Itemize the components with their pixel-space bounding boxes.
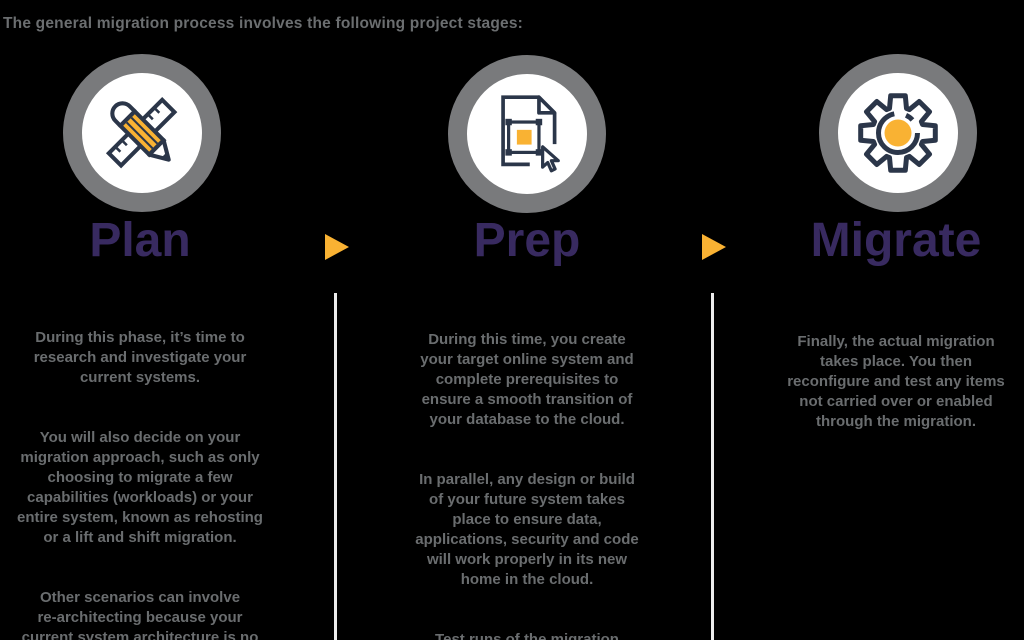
stage-title-plan: Plan — [89, 214, 191, 267]
stage-column-plan: Plan During this phase, it’s time to res… — [0, 0, 290, 640]
stage-column-migrate: Migrate Finally, the actual migration ta… — [746, 0, 1024, 640]
stage-description-migrate: Finally, the actual migration takes plac… — [746, 312, 1024, 472]
right-arrow-icon — [702, 234, 726, 260]
paragraph: During this phase, it’s time to research… — [33, 329, 247, 386]
column-divider — [711, 293, 714, 640]
stage-description-prep: During this time, you create your target… — [377, 310, 677, 640]
paragraph: You will also decide on your migration a… — [17, 429, 263, 546]
paragraph: Other scenarios can involve re-architect… — [21, 589, 259, 640]
stage-description-plan: During this phase, it’s time to research… — [0, 308, 290, 640]
migrate-icon-circle — [819, 54, 977, 212]
right-arrow-icon — [325, 234, 349, 260]
gear-icon — [858, 93, 938, 173]
stage-column-prep: Prep During this time, you create your t… — [377, 0, 677, 640]
document-select-icon — [501, 95, 560, 173]
column-divider — [334, 293, 337, 640]
paragraph: In parallel, any design or build of your… — [415, 471, 639, 588]
pencil-ruler-icon — [105, 96, 178, 169]
paragraph: Test runs of the migration activities al… — [435, 631, 619, 640]
paragraph: Finally, the actual migration takes plac… — [787, 333, 1005, 430]
stage-title-prep: Prep — [473, 214, 581, 267]
page-title: The general migration process involves t… — [3, 15, 524, 32]
stage-title-migrate: Migrate — [810, 214, 982, 267]
paragraph: During this time, you create your target… — [420, 331, 634, 428]
